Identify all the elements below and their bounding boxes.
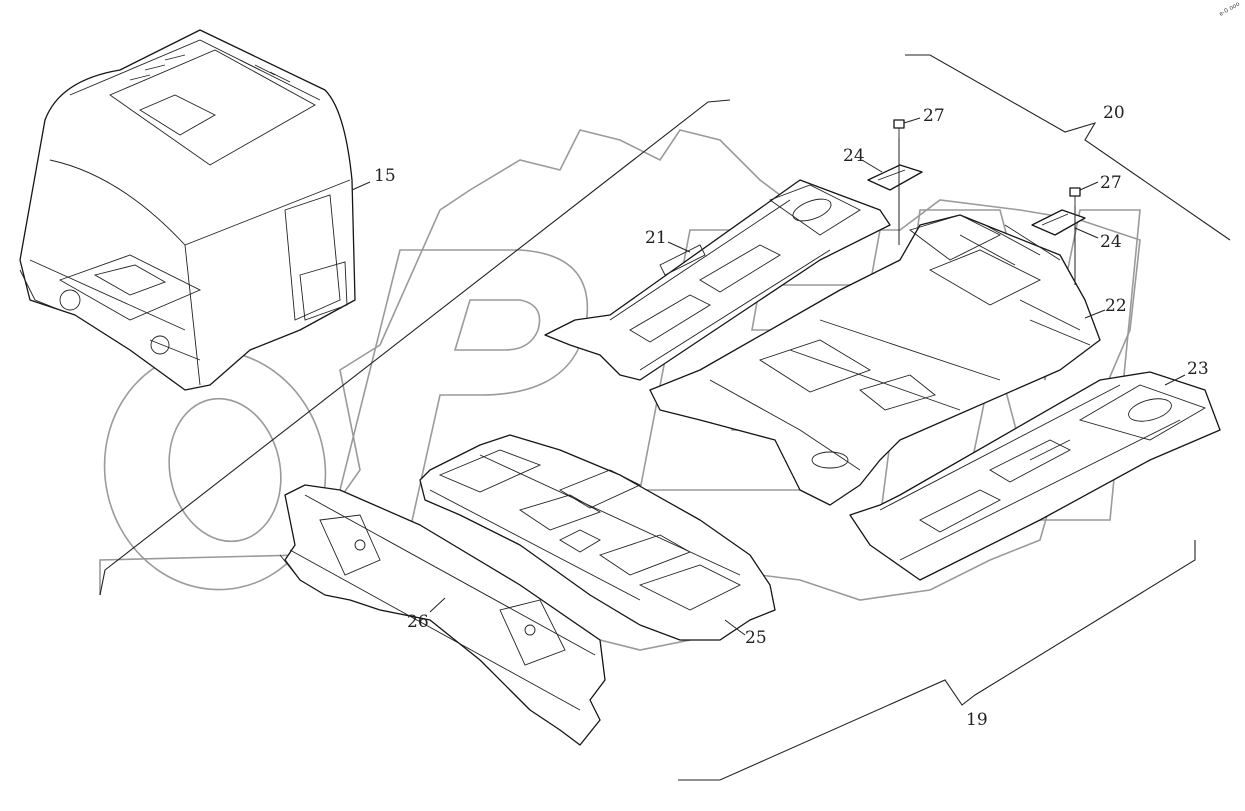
cab-body-part-15 — [19, 29, 356, 391]
leader-15 — [351, 181, 371, 191]
floor-panel-part-23 — [849, 371, 1221, 581]
leader-27b — [1079, 181, 1099, 191]
callout-22: 22 — [1105, 296, 1127, 316]
plate-part-24-left — [867, 164, 923, 191]
leader-21 — [667, 241, 691, 253]
leader-25 — [724, 619, 746, 636]
floor-tunnel-part-25 — [419, 434, 776, 641]
leader-24a — [861, 159, 883, 173]
callout-15: 15 — [374, 166, 396, 186]
bolt-part-27-left — [893, 119, 905, 138]
leader-22 — [1084, 309, 1106, 319]
leader-26 — [429, 597, 446, 613]
leader-24b — [1074, 227, 1099, 239]
callout-24-right: 24 — [1100, 232, 1122, 252]
callout-27-right: 27 — [1100, 173, 1122, 193]
callout-27-left: 27 — [923, 106, 945, 126]
callout-24-left: 24 — [843, 146, 865, 166]
group-bracket-left — [99, 99, 731, 596]
group-bracket-19 — [678, 540, 1196, 781]
floor-panel-part-22 — [649, 214, 1101, 506]
plate-part-24-right — [1031, 209, 1086, 236]
floor-panel-part-21 — [544, 179, 891, 381]
watermark-gear-icon — [99, 129, 1141, 651]
callout-23: 23 — [1187, 359, 1209, 379]
callout-21: 21 — [645, 228, 667, 248]
callout-26: 26 — [407, 612, 429, 632]
callout-25: 25 — [745, 628, 767, 648]
bolt-part-27-right — [1069, 187, 1081, 206]
corner-mark: e-0 ooo — [1218, 0, 1241, 18]
leader-23 — [1164, 374, 1186, 386]
callout-20: 20 — [1103, 103, 1125, 123]
callout-19: 19 — [966, 710, 988, 730]
cross-member-part-26 — [279, 484, 606, 746]
group-bracket-20 — [905, 54, 1231, 241]
leader-27a — [903, 117, 921, 124]
